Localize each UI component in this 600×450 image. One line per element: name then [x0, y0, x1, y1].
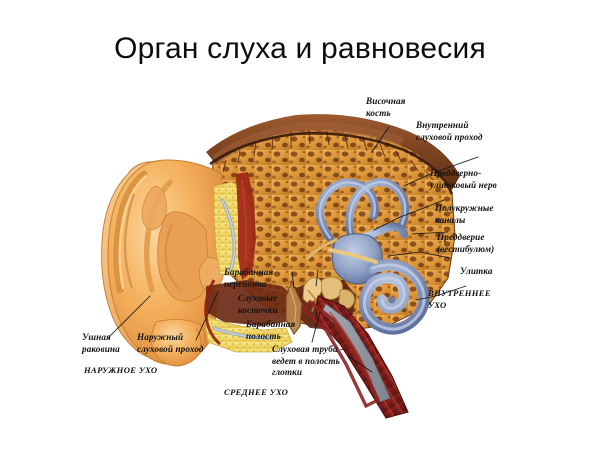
label-auditory-tube: Слуховая труба - ведет в полость глотки [272, 344, 344, 377]
page-title: Орган слуха и равновесия [114, 32, 486, 65]
triangular-fossa [141, 186, 167, 231]
leader-auricle [107, 295, 151, 339]
earlobe [151, 319, 205, 367]
inner-ear-labyrinth-group [306, 178, 430, 335]
label-tympanic-cavity: Барабанная полость [246, 319, 296, 341]
label-semicircular-canals: Полукружные каналы [435, 203, 494, 225]
tube-muscle-highlight [329, 311, 373, 383]
leader-temporal-bone [371, 126, 390, 153]
label-cochlea: Улитка [460, 266, 493, 276]
label-internal-acoustic-meatus: Внутренний слуховой проход [416, 120, 483, 142]
leader-external-meatus [195, 291, 219, 341]
leader-semicircular [411, 231, 449, 235]
auricle-pinna-group [101, 159, 224, 367]
leader-eardrum [291, 271, 295, 289]
label-outer-ear-caption: НАРУЖНОЕ УХО [84, 365, 158, 375]
cortical-bone-highlight [212, 122, 404, 164]
label-auditory-ossicles: Слуховые косточки [238, 293, 278, 315]
tympanic-membrane [285, 280, 303, 336]
leader-auditory-tube [347, 355, 373, 373]
internal-acoustic-meatus-nerve [306, 238, 338, 260]
label-temporal-bone: Височная кость [366, 96, 406, 118]
leader-tympanic-cavity [311, 311, 321, 343]
label-auricle: Ушная раковина [82, 332, 120, 354]
leader-nerve [373, 199, 445, 231]
label-eardrum: Барабанная перепонка [224, 267, 274, 289]
eustachian-tube-group [301, 295, 409, 419]
label-vestibulocochlear-nerve: Преддверно- улитковый нерв [430, 168, 497, 190]
vestibulocochlear-nerve [328, 248, 378, 264]
leader-cochlea [415, 285, 467, 301]
cochlea [358, 259, 430, 335]
helix [113, 170, 148, 294]
leader-ossicles [315, 269, 319, 287]
lobule-notch [195, 327, 203, 353]
canal-lower-wall [203, 315, 293, 353]
label-middle-ear-caption: СРЕДНЕЕ УХО [224, 387, 289, 397]
ear-anatomy-illustration [0, 90, 600, 420]
canal-entry-contour [204, 279, 221, 346]
leader-lines [107, 126, 479, 373]
leader-vestibule [387, 251, 451, 259]
scapha [123, 193, 136, 289]
label-external-acoustic-meatus: Наружный слуховой проход [137, 332, 204, 354]
label-vestibule: Преддверие (вестибулюм) [437, 232, 495, 254]
canal-lumen [206, 280, 300, 326]
label-inner-ear-caption: ВНУТРЕННЕЕ УХО [428, 288, 491, 310]
external-acoustic-meatus-group [203, 172, 300, 353]
leader-internal-meatus [403, 156, 479, 187]
auditory-tube-wall [301, 299, 381, 409]
